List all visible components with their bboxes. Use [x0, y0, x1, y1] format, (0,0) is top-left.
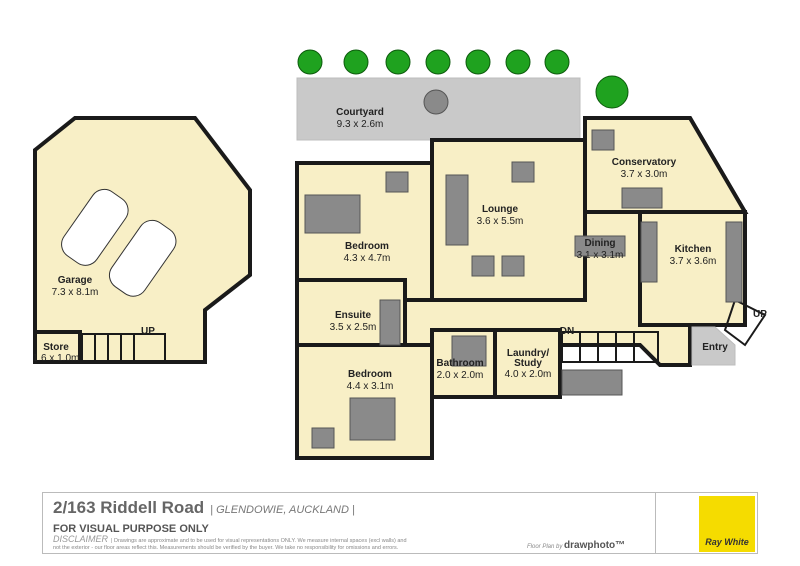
- svg-text:3.7 x 3.0m: 3.7 x 3.0m: [621, 169, 668, 180]
- svg-text:2.0 x 2.0m: 2.0 x 2.0m: [437, 370, 484, 381]
- svg-text:Bathroom: Bathroom: [436, 358, 483, 369]
- laundry-study: [493, 328, 562, 399]
- svg-text:Study: Study: [514, 358, 542, 369]
- svg-text:Laundry/: Laundry/: [507, 348, 549, 359]
- disclaimer-text: | Drawings are approximate and to be use…: [53, 538, 407, 551]
- svg-text:Bedroom: Bedroom: [348, 369, 392, 380]
- floorplan-credit: Floor Plan by drawphoto™: [527, 540, 625, 551]
- svg-text:Conservatory: Conservatory: [612, 157, 677, 168]
- furniture: [304, 129, 743, 449]
- outdoor-table-icon: [423, 89, 449, 115]
- svg-text:Bedroom: Bedroom: [345, 241, 389, 252]
- ray-white-logo: Ray White: [699, 496, 755, 552]
- hall-stairs: [561, 331, 659, 363]
- svg-text:3.5 x 2.5m: 3.5 x 2.5m: [330, 322, 377, 333]
- garage-stairs: [81, 333, 166, 363]
- address-text: 2/163 Riddell Road: [53, 498, 205, 517]
- svg-text:Kitchen: Kitchen: [675, 244, 712, 255]
- suburb: | GLENDOWIE, AUCKLAND |: [210, 504, 355, 516]
- svg-text:3.6 x 5.5m: 3.6 x 5.5m: [477, 216, 524, 227]
- svg-text:Ensuite: Ensuite: [335, 310, 372, 321]
- property-address: 2/163 Riddell Road | GLENDOWIE, AUCKLAND …: [53, 498, 355, 518]
- disclaimer: DISCLAIMER| Drawings are approximate and…: [53, 534, 413, 552]
- svg-text:Courtyard: Courtyard: [336, 107, 384, 118]
- visual-purpose-notice: FOR VISUAL PURPOSE ONLY: [53, 523, 209, 535]
- svg-text:Garage: Garage: [58, 275, 93, 286]
- logo-text: Ray White: [705, 537, 749, 547]
- svg-text:3.7 x 3.6m: 3.7 x 3.6m: [670, 256, 717, 267]
- svg-text:Lounge: Lounge: [482, 204, 519, 215]
- svg-text:Entry: Entry: [702, 342, 728, 353]
- svg-text:UP: UP: [141, 326, 155, 337]
- tree-icons: [297, 49, 629, 109]
- store: [33, 330, 82, 364]
- footer: 2/163 Riddell Road | GLENDOWIE, AUCKLAND …: [42, 492, 758, 554]
- svg-text:7.3 x 8.1m: 7.3 x 8.1m: [52, 287, 99, 298]
- svg-text:Dining: Dining: [584, 238, 615, 249]
- credit-brand: drawphoto™: [564, 540, 626, 551]
- car-icons: [61, 188, 177, 297]
- svg-text:UP: UP: [753, 309, 767, 320]
- disclaimer-label: DISCLAIMER: [53, 534, 109, 544]
- svg-text:DN: DN: [560, 326, 574, 337]
- svg-text:9.3 x 2.6m: 9.3 x 2.6m: [337, 119, 384, 130]
- svg-text:3.1 x 3.1m: 3.1 x 3.1m: [577, 250, 624, 261]
- entry-stairs: [723, 298, 767, 347]
- divider: [655, 493, 656, 553]
- svg-text:Store: Store: [43, 342, 69, 353]
- entry: [691, 326, 736, 366]
- svg-text:4.4 x 3.1m: 4.4 x 3.1m: [347, 381, 394, 392]
- svg-text:4.0 x 2.0m: 4.0 x 2.0m: [505, 369, 552, 380]
- svg-text:4.3 x 4.7m: 4.3 x 4.7m: [344, 253, 391, 264]
- svg-text:1.6 x 1.0m: 1.6 x 1.0m: [33, 353, 80, 364]
- credit-prefix: Floor Plan by: [527, 544, 563, 550]
